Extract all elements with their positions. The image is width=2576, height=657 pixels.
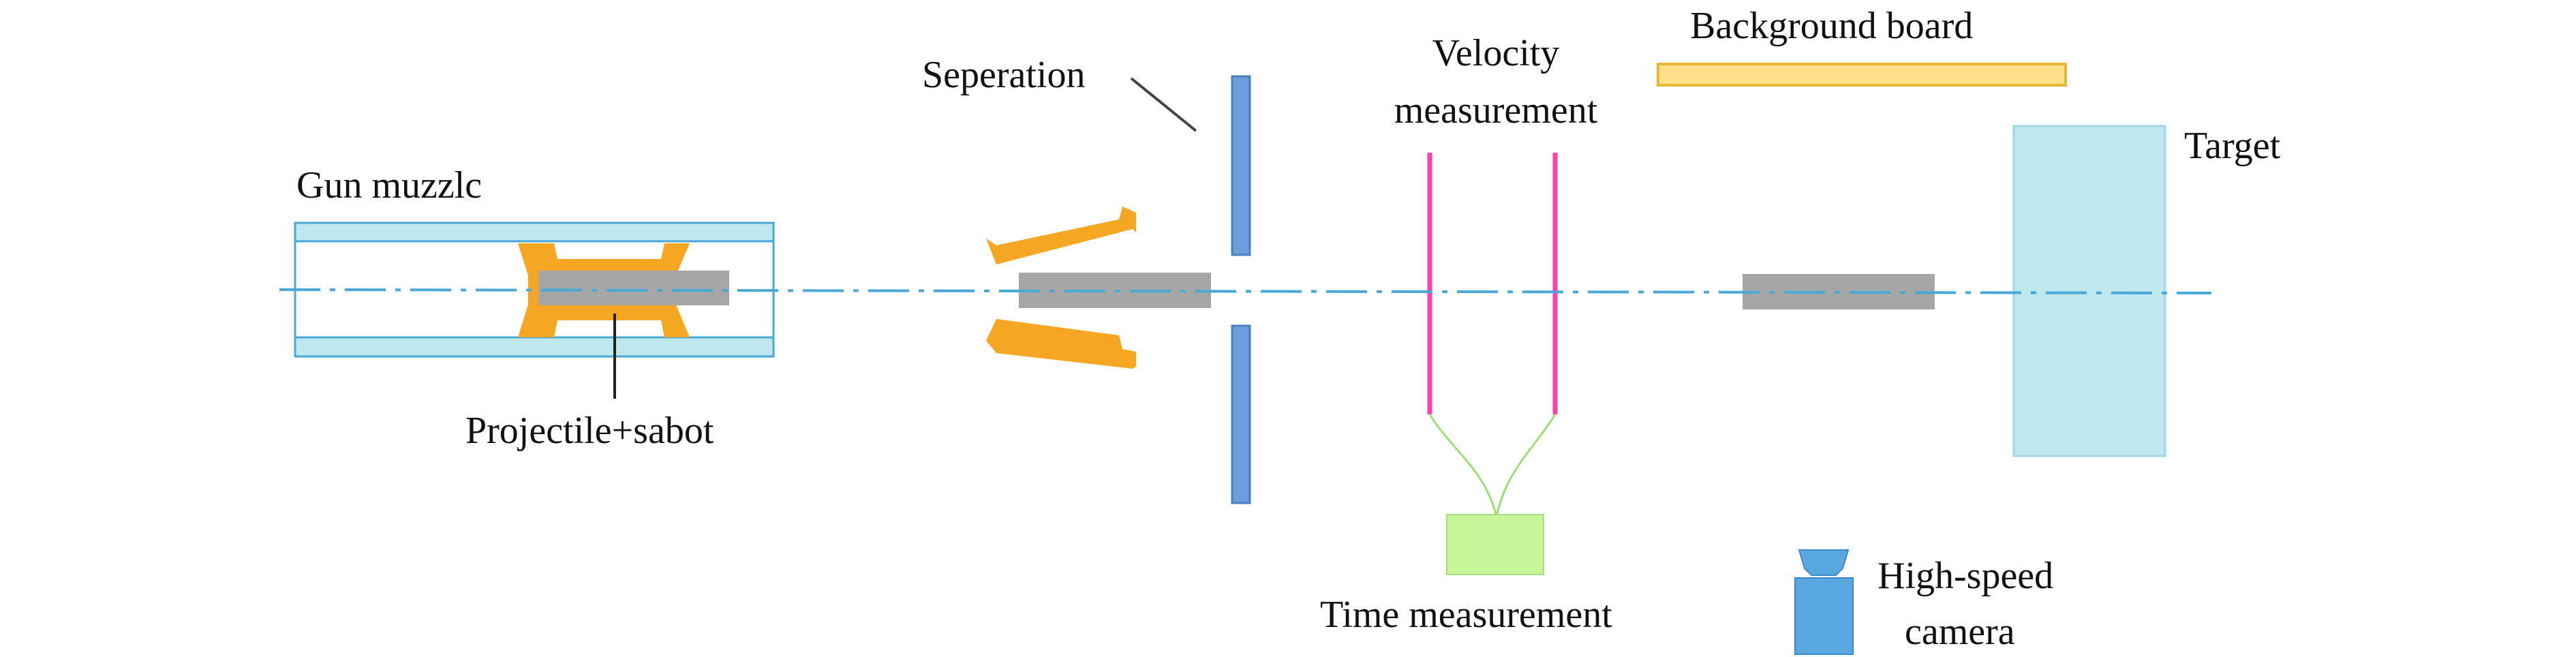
separation-label: Seperation [922,54,1085,96]
camera-icon [1794,549,1854,655]
trajectory-axis [279,288,2212,294]
high-speed-camera-label-line1: High-speed [1877,555,2053,597]
velocity-measurement-label-line1: Velocity [1432,32,1560,74]
separation-leader-line [1130,77,1197,132]
sabot-petal-lower [986,319,1136,369]
separation-plate-upper [1231,75,1251,256]
gun-muzzle-label: Gun muzzlc [296,164,482,207]
projectile-sabot-label: Projectile+sabot [465,410,714,452]
projectile-in-barrel [538,271,729,305]
wire-right [1495,414,1557,517]
barrel-top-wall [294,221,775,243]
camera-body [1794,577,1854,655]
target-label: Target [2184,125,2281,167]
velocity-measurement-label-line2: measurement [1394,89,1598,132]
camera-lens [1798,549,1850,576]
time-measurement-label: Time measurement [1320,594,1612,636]
sabot-petal-upper [986,207,1136,264]
separation-plate-lower [1231,324,1251,504]
target-block [2012,125,2166,457]
time-measurement-box [1446,514,1544,575]
background-board-label: Background board [1690,5,1973,47]
barrel-bottom-wall [294,336,775,358]
high-speed-camera-label-line2: camera [1905,611,2015,653]
wire-left [1428,414,1498,517]
background-board [1657,63,2067,87]
